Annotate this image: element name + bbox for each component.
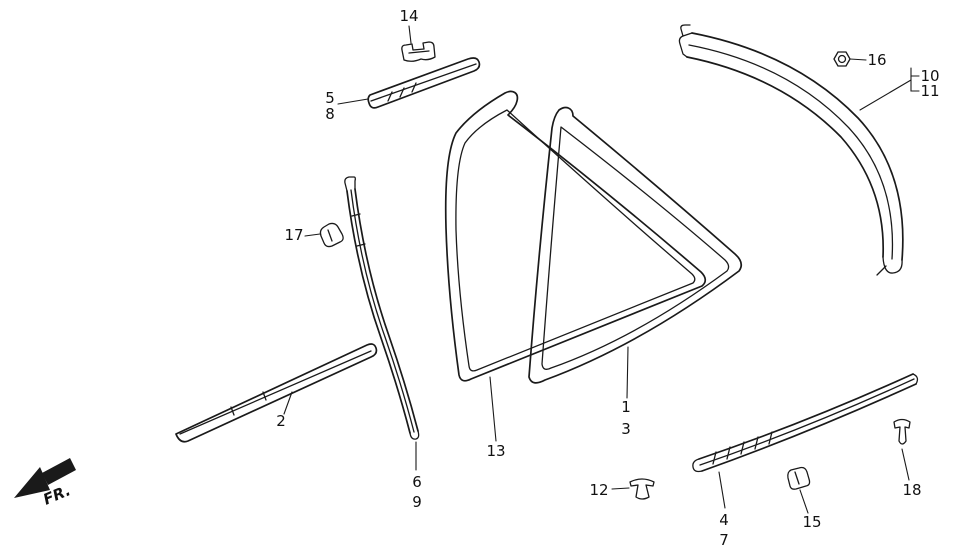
callout-1[interactable]: 1 [621,398,631,416]
hatch-mark [262,391,267,401]
molding-rear-lower-midline [699,378,915,466]
molding-front-vertical-right-edge [354,188,419,432]
grommet-16-hex [833,51,851,67]
leader-lines [283,25,920,514]
callout-18[interactable]: 18 [902,481,921,499]
hatch-mark [726,446,731,460]
molding-pillar-bottom-cap [882,256,903,274]
seal-outer-edge [444,90,707,382]
molding-front-lower-body [175,343,378,443]
molding-upper-front-midline [370,63,477,102]
callout-7[interactable]: 7 [719,531,729,549]
clip-17-slot [327,229,333,242]
clip-14 [401,41,436,62]
fr-direction-marker: FR. [14,458,76,509]
leader-line-16 [849,58,867,61]
molding-front-vertical [344,176,420,440]
clip-12-body [629,478,655,500]
callout-10[interactable]: 10 [920,67,939,85]
callout-6[interactable]: 6 [412,473,422,491]
molding-rear-lower [692,373,919,473]
fr-arrow-shaft [42,458,76,485]
hatch-mark [740,441,745,455]
molding-front-vertical-left-edge [346,190,411,434]
hatch-mark [387,91,393,102]
clip-15 [787,466,811,490]
molding-upper-front-body [367,57,481,109]
callout-8[interactable]: 8 [325,105,335,123]
clip-14-body [401,41,436,62]
callout-5[interactable]: 5 [325,89,335,107]
callout-3[interactable]: 3 [621,420,631,438]
callout-9[interactable]: 9 [412,493,422,511]
clip-14-detail [408,50,430,54]
clip-12 [629,478,655,500]
molding-pillar-inner [686,56,885,258]
glass-inner-edge [541,126,730,370]
clip-15-slot [794,471,800,485]
hatch-mark [411,82,417,93]
hatch-mark [351,213,361,217]
leader-line-12 [611,487,630,490]
molding-upper-front [367,57,481,109]
glass-outer-edge [528,106,743,384]
callout-11[interactable]: 11 [920,82,939,100]
callout-17[interactable]: 17 [284,226,303,244]
leader-bracket-10-11-lower [910,75,920,92]
hatch-mark [712,451,717,465]
leader-line-18 [901,448,910,481]
clip-18-body [893,418,911,445]
leader-line-4-7 [718,471,726,509]
callout-12[interactable]: 12 [589,481,608,499]
callout-2[interactable]: 2 [276,412,286,430]
callout-16[interactable]: 16 [867,51,886,69]
molding-front-vertical-top-tab [344,176,356,192]
callout-4[interactable]: 4 [719,511,729,529]
molding-rear-lower-upper-edge [698,373,914,460]
hatch-mark [230,406,235,416]
molding-pillar-mid [688,44,894,260]
grommet-16 [833,51,851,67]
clip-17-body [319,222,344,248]
hatch-mark [754,436,759,450]
leader-line-14 [408,25,412,44]
leader-bracket-10-11 [910,67,920,77]
callout-15[interactable]: 15 [802,513,821,531]
leader-line-17 [304,233,321,237]
hatch-mark [768,431,773,445]
leader-line-13 [489,376,497,442]
molding-pillar-top-tab [680,24,691,37]
molding-front-vertical-midline [350,189,415,433]
molding-front-vertical-bottom-cap [409,430,420,440]
clip-15-body [787,466,811,490]
molding-rear-lower-lower-edge [701,383,917,472]
weatherstrip-seal-outline [444,90,707,382]
hatch-mark [356,243,366,247]
hatch-mark [399,87,405,98]
grommet-16-hole [837,54,847,64]
molding-rear-lower-left-cap [692,458,703,473]
leader-line-10-11 [859,79,912,111]
leader-line-2 [283,391,293,415]
molding-front-lower-midline [179,350,372,435]
leader-line-5-8 [337,98,369,105]
leader-line-1-3 [626,346,629,399]
callout-labels: 14 5 8 16 10 11 17 2 13 1 3 6 9 12 4 7 1… [276,7,939,549]
molding-pillar-bottom-foot [876,265,887,276]
molding-pillar [678,24,904,276]
seal-inner-edge [455,109,696,372]
leader-line-15 [799,489,809,514]
molding-rear-lower-right-cap [912,373,919,385]
fr-arrow-head [14,467,50,498]
clip-17 [319,222,344,248]
molding-pillar-outer [691,32,904,261]
quarter-glass-outline [528,106,743,384]
clip-18 [893,418,911,445]
callout-14[interactable]: 14 [399,7,418,25]
molding-front-lower [175,343,378,443]
callout-13[interactable]: 13 [486,442,505,460]
